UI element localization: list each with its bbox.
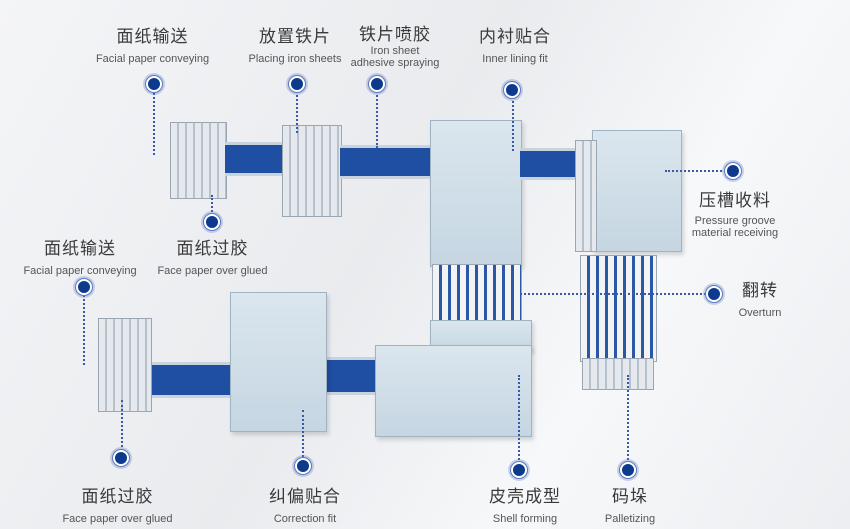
marker-dot[interactable] (78, 281, 90, 293)
bottom-conveyor-1 (148, 362, 230, 398)
shell-forming-unit (375, 345, 532, 437)
marker-dot[interactable] (115, 452, 127, 464)
top-conveyor-2 (340, 145, 432, 179)
marker-dot[interactable] (708, 288, 720, 300)
marker-dot[interactable] (622, 464, 634, 476)
inner-lining-press (432, 264, 522, 324)
marker-dot[interactable] (297, 460, 309, 472)
marker-dot[interactable] (291, 78, 303, 90)
pressure-groove-side (575, 140, 597, 252)
marker-dot[interactable] (206, 216, 218, 228)
bottom-feeder (98, 318, 152, 412)
bottom-conveyor-2 (325, 357, 375, 395)
marker-dot[interactable] (513, 464, 525, 476)
pressure-groove-unit (592, 130, 682, 252)
top-feeder (170, 122, 227, 199)
top-conveyor-1 (225, 142, 285, 176)
iron-sheet-placer (282, 125, 342, 217)
top-conveyor-3 (520, 148, 575, 180)
inner-lining-unit (430, 120, 522, 267)
marker-dot[interactable] (506, 84, 518, 96)
marker-dot[interactable] (371, 78, 383, 90)
marker-dot[interactable] (148, 78, 160, 90)
correction-fit-unit (230, 292, 327, 432)
palletizing-unit (582, 358, 654, 390)
overturn-unit (580, 255, 657, 362)
marker-dot[interactable] (727, 165, 739, 177)
